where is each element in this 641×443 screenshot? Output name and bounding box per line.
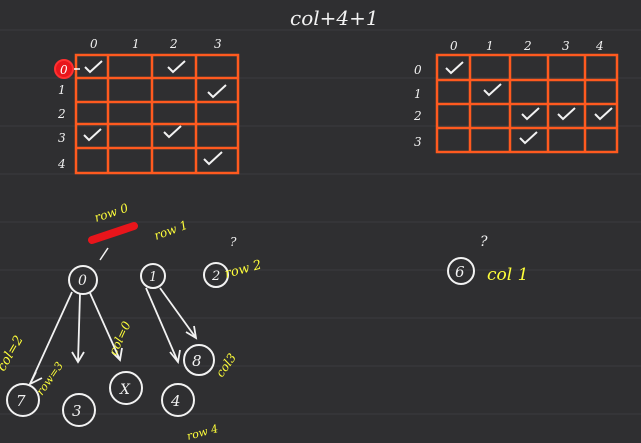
tree-node-1	[140, 263, 166, 289]
tree-node-0-label: 0	[78, 273, 87, 289]
highlight-mark	[54, 59, 74, 79]
check-mark	[203, 151, 223, 166]
right-col-header-0: 0	[450, 39, 458, 53]
label-row4: row 4	[185, 422, 219, 443]
tree-node-2	[203, 262, 229, 288]
check-mark	[84, 60, 103, 74]
right-grid-lines	[435, 53, 619, 154]
right-col-header-4: 4	[595, 39, 604, 53]
tree-node-8	[183, 344, 215, 376]
heading-text: col+4+1	[290, 6, 379, 30]
question-mark-2: ?	[230, 235, 237, 249]
tree-node-4	[161, 383, 195, 417]
right-row-header-3: 3	[414, 135, 422, 149]
pointer-arrow	[99, 247, 109, 261]
label-col1: col 1	[487, 265, 528, 285]
tree-node-7	[6, 383, 40, 417]
tree-edges	[27, 287, 198, 387]
left-check-marks	[83, 60, 227, 166]
left-row-header-4: 4	[57, 157, 66, 171]
question-mark-6: ?	[480, 234, 488, 250]
left-col-header-0: 0	[90, 37, 98, 51]
left-row-header-0: 0	[60, 63, 68, 77]
check-mark	[207, 84, 227, 99]
check-mark	[167, 60, 186, 74]
left-col-header-2: 2	[169, 37, 178, 51]
left-grid: 0 1 2 3 1 2 3 4 0	[54, 37, 240, 175]
left-row-header-2: 2	[57, 107, 66, 121]
tree-node-2-label: 2	[211, 269, 220, 284]
left-col-header-1: 1	[132, 37, 140, 51]
right-grid: 0 1 2 3 4 0 1 2 3	[413, 39, 619, 154]
tree-node-x	[109, 371, 143, 405]
tree-node-6-label: 6	[455, 263, 465, 281]
right-col-header-2: 2	[523, 39, 532, 53]
tree-node-7-label: 7	[16, 392, 26, 410]
right-row-header-2: 2	[413, 109, 422, 123]
left-row-header-3: 3	[58, 131, 66, 145]
recursion-tree: row 0 0 1 row 1 2 ? row 2 7 3 X 4	[0, 201, 263, 443]
label-row2: row 2	[223, 258, 263, 282]
label-col3: col3	[213, 351, 239, 380]
tree-node-3	[62, 393, 96, 427]
tree-node-1-label: 1	[149, 270, 157, 285]
check-mark	[594, 107, 613, 121]
tree-node-x-label: X	[119, 382, 131, 398]
label-row0: row 0	[93, 201, 131, 225]
check-mark	[557, 107, 576, 121]
check-mark	[163, 125, 182, 139]
right-col-header-1: 1	[486, 39, 494, 53]
tree-node-4-label: 4	[170, 392, 181, 410]
check-mark	[521, 107, 540, 121]
tree-node-3-label: 3	[72, 402, 82, 420]
check-mark	[445, 61, 464, 75]
left-col-header-3: 3	[214, 37, 222, 51]
tree-node-0	[68, 265, 98, 295]
label-col2: col=2	[0, 333, 27, 374]
right-col-header-3: 3	[562, 39, 570, 53]
left-grid-lines	[74, 53, 240, 175]
check-mark	[83, 128, 102, 142]
check-mark	[519, 131, 538, 145]
check-mark	[483, 83, 502, 97]
tree-node-8-label: 8	[192, 352, 202, 370]
left-row-header-1: 1	[58, 83, 66, 97]
right-node-group: 6 ? col 1	[447, 234, 528, 285]
right-check-marks	[445, 61, 613, 145]
highlight-mark	[88, 222, 138, 244]
right-row-header-0: 0	[414, 63, 422, 77]
right-row-header-1: 1	[414, 87, 422, 101]
tree-node-6	[447, 257, 475, 285]
